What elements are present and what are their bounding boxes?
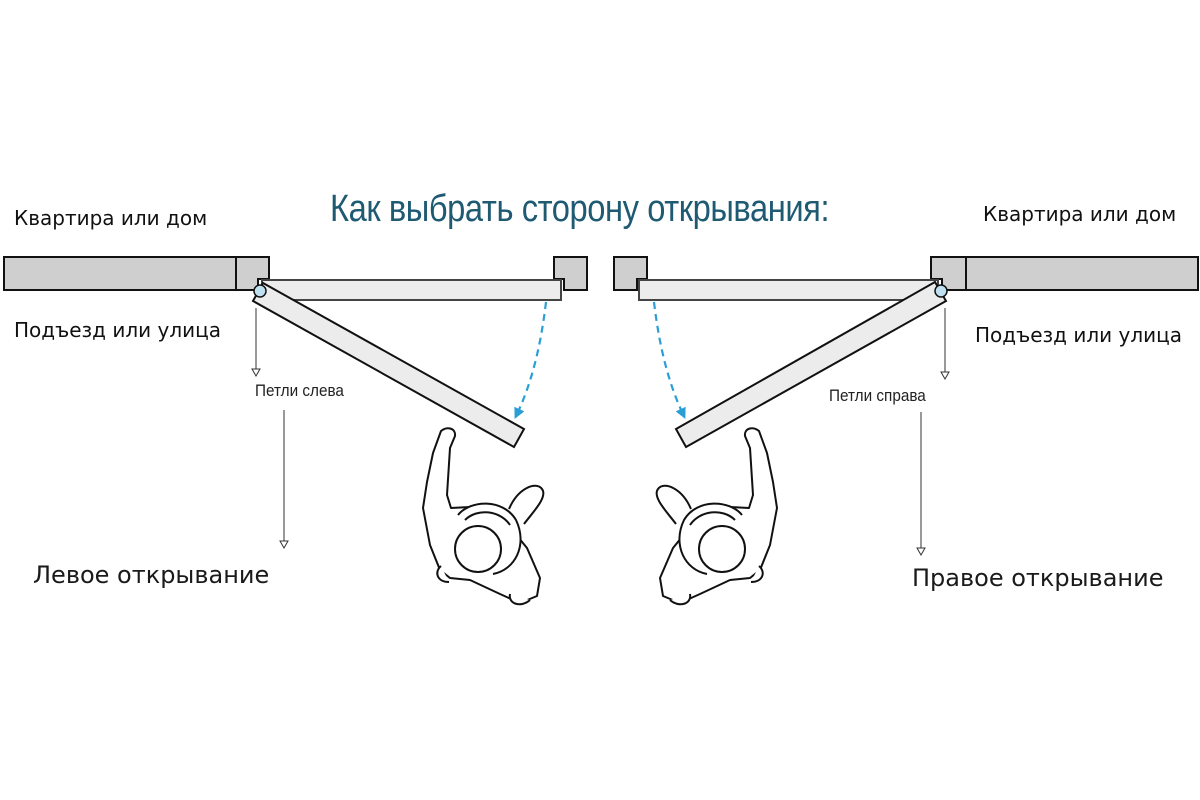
left-hinges-label: Петли слева [255,381,344,400]
left-opening-label: Левое открывание [33,561,270,589]
left-wall-icon [3,256,270,291]
right-hinges-label: Петли справа [829,386,926,405]
right-closed-door-icon [638,279,939,301]
right-swing-arrow-icon [652,301,686,419]
right-inside-label: Квартира или дом [983,202,1177,226]
left-opening-pointer-icon [279,410,289,550]
diagram-title: Как выбрать сторону открывания: [330,188,830,230]
right-hinge-pointer-icon [940,308,950,381]
right-opening-label: Правое открывание [912,564,1164,592]
left-swing-arrow-icon [514,301,548,419]
left-hinge-pointer-icon [251,308,261,378]
right-open-door-icon [674,280,948,449]
left-closed-door-icon [261,279,562,301]
right-opening-pointer-icon [916,412,926,557]
right-hinge-icon [934,284,948,298]
right-person-icon [655,427,778,606]
right-wall-icon [930,256,1199,291]
right-frame-post-icon [613,256,648,291]
left-person-icon [422,427,545,606]
right-outside-label: Подъезд или улица [975,323,1182,347]
left-open-door-icon [251,281,526,449]
left-outside-label: Подъезд или улица [14,318,221,342]
left-inside-label: Квартира или дом [14,206,208,230]
left-hinge-icon [253,284,267,298]
